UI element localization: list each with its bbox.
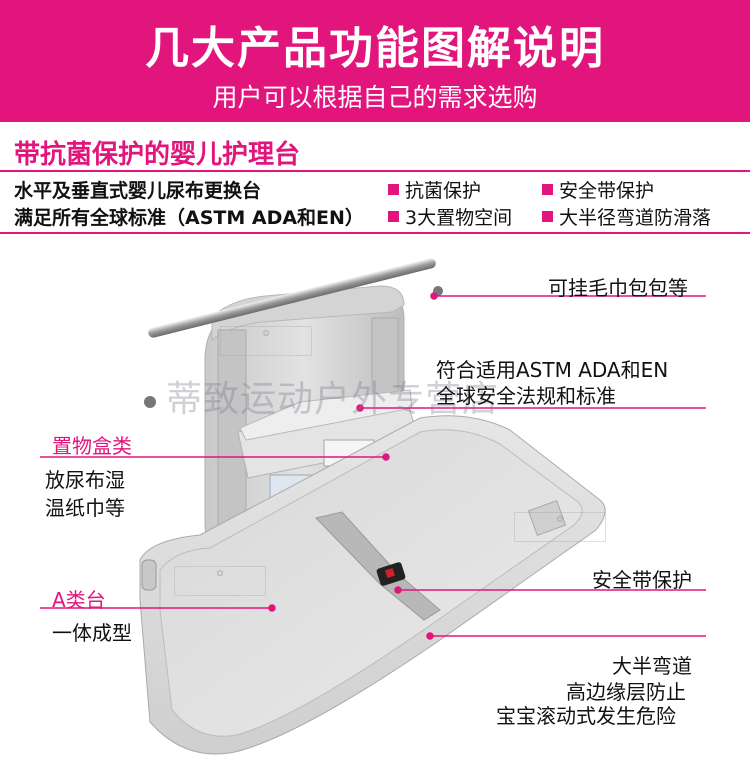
divider-bottom [0, 232, 750, 234]
callout-storage-desc2: 温纸巾等 [45, 496, 125, 520]
corner-pocket [527, 500, 567, 536]
callout-aclass-desc: 一体成型 [52, 621, 132, 645]
spec-line-2: 满足所有全球标准（ASTM ADA和EN） [14, 207, 364, 229]
square-bullet-icon [542, 184, 553, 195]
watermark-logo: ✿ [220, 326, 312, 356]
callout-curve-line3: 宝宝滚动式发生危险 [496, 704, 676, 728]
side-knob [141, 559, 157, 591]
callout-storage-desc1: 放尿布湿 [45, 468, 125, 492]
back-panel-top [211, 285, 405, 342]
feature-item: 大半径弯道防滑落 [542, 203, 711, 230]
rod-end-left [144, 396, 156, 408]
square-bullet-icon [542, 211, 553, 222]
buckle-button [384, 567, 396, 579]
feature-label: 大半径弯道防滑落 [559, 207, 712, 229]
callout-dot-aclass [268, 604, 276, 612]
watermark-text: 蒂致运动户外专营店 [166, 379, 500, 420]
safety-belt [315, 511, 441, 621]
feature-label: 安全带保护 [559, 180, 655, 202]
callout-curve-line1: 大半弯道 [612, 654, 692, 678]
callout-dot-astm [356, 404, 364, 412]
watermark-logo: ✿ [514, 512, 606, 542]
callout-lines [40, 292, 706, 640]
spec-line-1: 水平及垂直式婴儿尿布更换台 [14, 180, 262, 202]
section-title: 带抗菌保护的婴儿护理台 [14, 140, 301, 170]
watermark-logo: ✿ [174, 566, 266, 596]
header-banner: 几大产品功能图解说明 用户可以根据自己的需求选购 [0, 0, 750, 122]
square-bullet-icon [388, 184, 399, 195]
banner-subtitle: 用户可以根据自己的需求选购 [212, 83, 538, 112]
feature-label: 抗菌保护 [405, 180, 482, 202]
callout-astm-line2: 全球安全法规和标准 [436, 384, 616, 408]
callout-curve-line2: 高边缘层防止 [566, 680, 686, 704]
banner-title: 几大产品功能图解说明 [145, 23, 605, 74]
callout-belt: 安全带保护 [592, 568, 692, 592]
square-bullet-icon [388, 211, 399, 222]
callout-storage-title: 置物盒类 [52, 434, 132, 458]
feature-label: 3大置物空间 [405, 207, 513, 229]
storage-box-top [239, 389, 413, 441]
callout-dot-towel [430, 292, 438, 300]
feature-item: 抗菌保护 [388, 176, 481, 203]
tray-inner [159, 429, 583, 737]
towel-rod [148, 258, 436, 338]
divider-top [0, 170, 750, 172]
callout-astm-line1: 符合适用ASTM ADA和EN [436, 358, 669, 382]
callout-towel: 可挂毛巾包包等 [548, 276, 688, 300]
callout-dot-belt [394, 586, 402, 594]
callout-dot-curve [426, 632, 434, 640]
callout-aclass-title: A类台 [52, 588, 106, 612]
callout-dot-storage [382, 453, 390, 461]
feature-item: 安全带保护 [542, 176, 654, 203]
feature-item: 3大置物空间 [388, 203, 512, 230]
